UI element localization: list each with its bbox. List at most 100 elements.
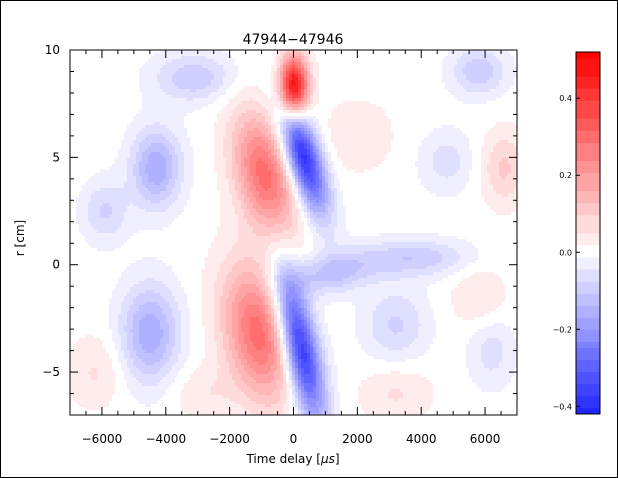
heatmap-cell [148,149,152,153]
heatmap-cell [187,101,191,105]
heatmap-cell [412,62,416,66]
heatmap-cell [328,92,332,96]
heatmap-cell [187,92,191,96]
heatmap-cell [118,98,122,102]
heatmap-cell [469,116,473,120]
heatmap-cell [283,131,287,135]
heatmap-cell [349,68,353,72]
heatmap-cell [355,125,359,129]
heatmap-cell [112,56,116,60]
heatmap-cell [262,110,266,114]
heatmap-cell [490,101,494,105]
heatmap-cell [187,125,191,129]
heatmap-cell [511,86,515,90]
heatmap-cell [445,95,449,99]
heatmap-cell [427,71,431,75]
heatmap-cell [151,140,155,144]
heatmap-cell [106,122,110,126]
heatmap-cell [217,107,221,111]
heatmap-cell [142,74,146,78]
heatmap-cell [370,128,374,132]
heatmap-cell [412,59,416,63]
heatmap-cell [262,113,266,117]
heatmap-cell [280,119,284,123]
heatmap-cell [160,65,164,69]
heatmap-cell [106,107,110,111]
heatmap-cell [226,92,230,96]
heatmap-cell [169,134,173,138]
heatmap-cell [226,86,230,90]
heatmap-cell [307,95,311,99]
heatmap-cell [121,50,125,54]
heatmap-cell [265,71,269,75]
heatmap-cell [193,104,197,108]
heatmap-cell [355,80,359,84]
heatmap-cell [79,113,83,117]
heatmap-cell [145,122,149,126]
heatmap-cell [88,62,92,66]
heatmap-cell [355,86,359,90]
heatmap-cell [385,122,389,126]
heatmap-cell [229,83,233,87]
heatmap-cell [232,56,236,60]
heatmap-cell [409,134,413,138]
heatmap-cell [463,140,467,144]
heatmap-cell [307,134,311,138]
heatmap-cell [451,77,455,81]
heatmap-cell [73,101,77,105]
heatmap-cell [160,74,164,78]
heatmap-cell [232,53,236,57]
heatmap-cell [295,53,299,57]
heatmap-cell [358,137,362,141]
heatmap-cell [436,143,440,147]
heatmap-cell [94,125,98,129]
heatmap-cell [448,65,452,69]
heatmap-cell [235,74,239,78]
heatmap-cell [283,116,287,120]
heatmap-cell [457,68,461,72]
heatmap-cell [502,125,506,129]
heatmap-cell [505,98,509,102]
heatmap-cell [280,101,284,105]
heatmap-cell [217,92,221,96]
heatmap-cell [256,59,260,63]
heatmap-cell [421,98,425,102]
heatmap-cell [370,56,374,60]
heatmap-cell [151,80,155,84]
heatmap-cell [490,146,494,150]
heatmap-cell [334,101,338,105]
heatmap-cell [229,140,233,144]
heatmap-cell [406,68,410,72]
heatmap-cell [454,68,458,72]
heatmap-cell [496,89,500,93]
heatmap-cell [199,89,203,93]
heatmap-cell [265,62,269,66]
heatmap-cell [88,98,92,102]
heatmap-cell [277,86,281,90]
heatmap-cell [214,131,218,135]
heatmap-cell [367,131,371,135]
heatmap-cell [70,62,74,66]
heatmap-cell [385,140,389,144]
heatmap-cell [358,119,362,123]
heatmap-cell [163,116,167,120]
heatmap-cell [76,92,80,96]
heatmap-cell [301,50,305,54]
heatmap-cell [490,119,494,123]
heatmap-cell [454,125,458,129]
heatmap-cell [331,71,335,75]
heatmap-cell [514,74,518,78]
heatmap-cell [295,107,299,111]
heatmap-cell [277,83,281,87]
heatmap-cell [487,92,491,96]
heatmap-cell [292,140,296,144]
heatmap-cell [331,53,335,57]
heatmap-cell [133,53,137,57]
heatmap-cell [448,74,452,78]
heatmap-cell [232,131,236,135]
heatmap-cell [148,74,152,78]
heatmap-cell [94,89,98,93]
heatmap-cell [145,92,149,96]
heatmap-cell [199,74,203,78]
heatmap-cell [487,83,491,87]
